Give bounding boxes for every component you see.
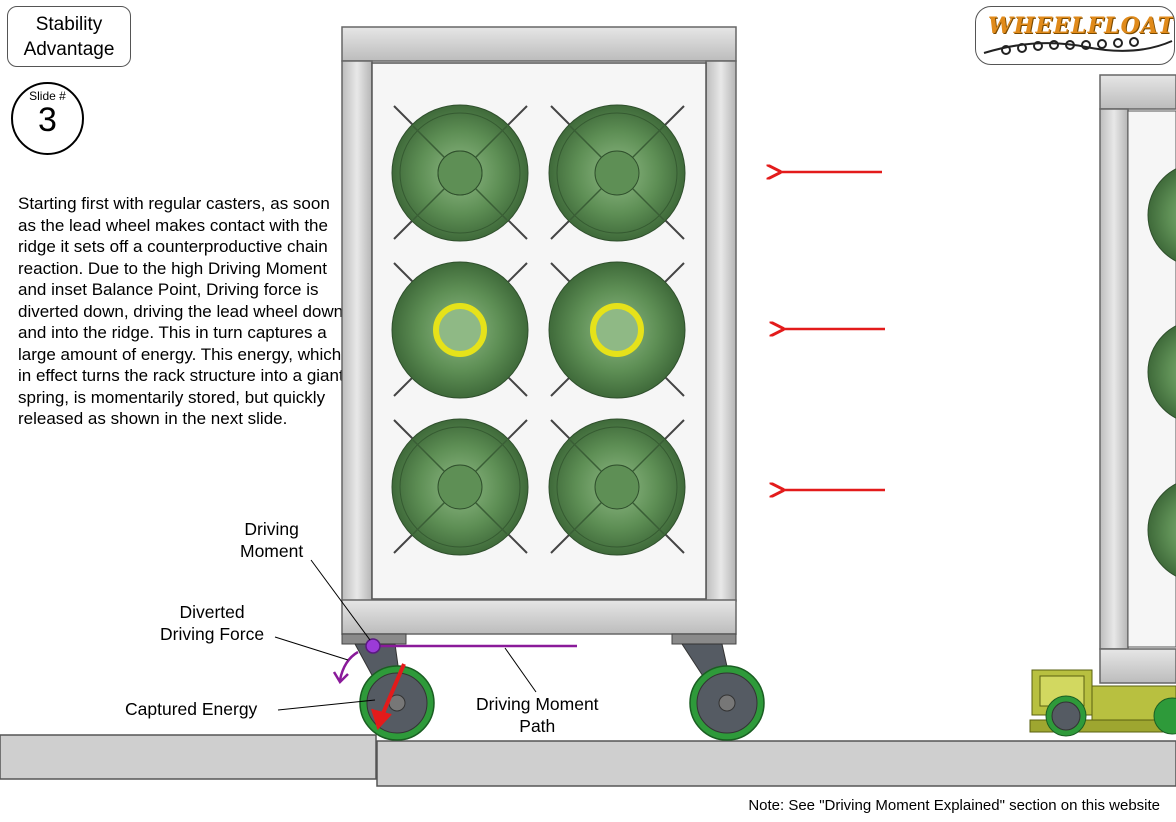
second-rack-partial <box>1099 74 1176 684</box>
description-text: Starting first with regular casters, as … <box>18 194 344 428</box>
disc-middle-right <box>548 261 686 399</box>
caster-plate-right <box>671 633 737 645</box>
wheelfloats-logo: WHEELFLOATS <box>975 6 1175 65</box>
slide-label: Slide # <box>29 89 66 103</box>
trailing-caster <box>681 643 765 741</box>
floor-slab-left <box>0 734 377 780</box>
diverted-driving-force-label: Diverted Driving Force <box>160 602 265 644</box>
disc-top-left <box>391 104 529 242</box>
disc-top-right <box>548 104 686 242</box>
title-line-1: Stability <box>35 14 103 35</box>
title-box: Stability Advantage <box>7 6 131 67</box>
balance-point-marker <box>365 638 381 654</box>
disc-middle-left <box>391 261 529 399</box>
captured-energy-label: Captured Energy <box>125 699 258 719</box>
footer-note: Note: See "Driving Moment Explained" sec… <box>748 797 1160 814</box>
title-line-2: Advantage <box>23 39 115 60</box>
disc-bottom-left <box>391 418 529 556</box>
slide-number-badge: Slide # 3 <box>11 82 84 155</box>
push-arrows <box>780 172 885 490</box>
wheelfloat-caster-assembly <box>1029 669 1176 737</box>
driving-moment-path-label: Driving Moment Path <box>476 694 599 736</box>
logo-wheels-graphic <box>983 37 1173 55</box>
floor-slab-right <box>376 740 1176 787</box>
logo-wordmark: WHEELFLOATS <box>988 13 1175 39</box>
driving-moment-label: Driving Moment <box>240 519 304 561</box>
lead-caster <box>354 643 435 741</box>
diverted-force-arc <box>338 650 359 681</box>
leader-lines <box>274 559 537 711</box>
slide-number: 3 <box>38 101 57 139</box>
disc-bottom-right <box>548 418 686 556</box>
captured-energy-arrow <box>379 663 406 719</box>
disc-stack <box>391 104 686 556</box>
